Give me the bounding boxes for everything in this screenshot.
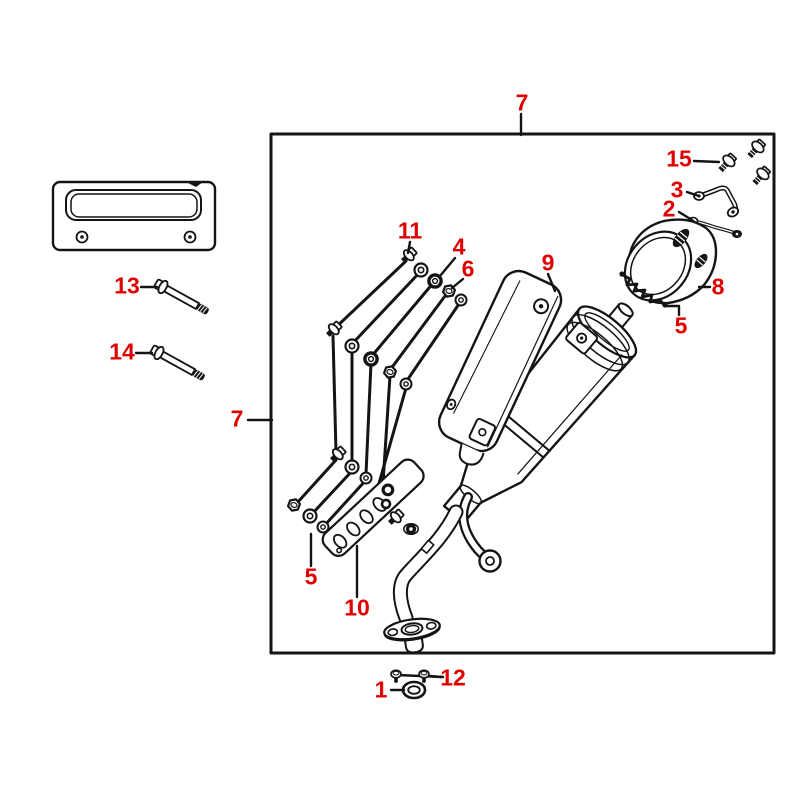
muffler-body xyxy=(442,302,638,524)
callout-9-label: 9 xyxy=(541,249,555,276)
hardware-middle-row xyxy=(322,318,413,391)
stud-part-14 xyxy=(147,342,209,385)
bracket-3 xyxy=(693,185,740,218)
callout-6-label: 6 xyxy=(461,255,475,282)
end-cap-8 xyxy=(623,218,718,305)
callout-frame-top-label: 7 xyxy=(515,89,529,116)
callout-frame-left-label: 7 xyxy=(230,405,244,432)
callout-15-label: 15 xyxy=(666,145,692,172)
callout-5-right-label: 5 xyxy=(674,312,688,339)
mounting-plate-part xyxy=(51,180,217,252)
flange-bolts-15 xyxy=(714,136,774,189)
callout-1-label: 1 xyxy=(374,676,388,703)
callout-2-label: 2 xyxy=(662,195,676,222)
heat-shield-9 xyxy=(437,269,563,466)
diagram-frame xyxy=(269,132,776,655)
exhaust-gasket-1 xyxy=(401,680,427,700)
callout-12-label: 12 xyxy=(440,664,466,691)
callout-3-label: 3 xyxy=(670,176,684,203)
callout-11-label: 11 xyxy=(397,217,423,244)
callout-8-label: 8 xyxy=(711,273,725,300)
callout-13-label: 13 xyxy=(114,272,140,299)
rod-assembly xyxy=(295,259,463,527)
callout-10-label: 10 xyxy=(344,594,370,621)
callout-leaders xyxy=(134,112,721,692)
protector-plate-10 xyxy=(321,458,425,557)
plate-nut xyxy=(402,522,419,535)
pipe-flange xyxy=(383,617,441,654)
callout-4-label: 4 xyxy=(452,233,466,260)
hanger-bracket xyxy=(458,492,502,573)
exhaust-pipe xyxy=(392,504,464,626)
stud-part-13 xyxy=(151,276,213,319)
callout-5-bottom-label: 5 xyxy=(304,563,318,590)
callout-14-label: 14 xyxy=(109,338,135,365)
